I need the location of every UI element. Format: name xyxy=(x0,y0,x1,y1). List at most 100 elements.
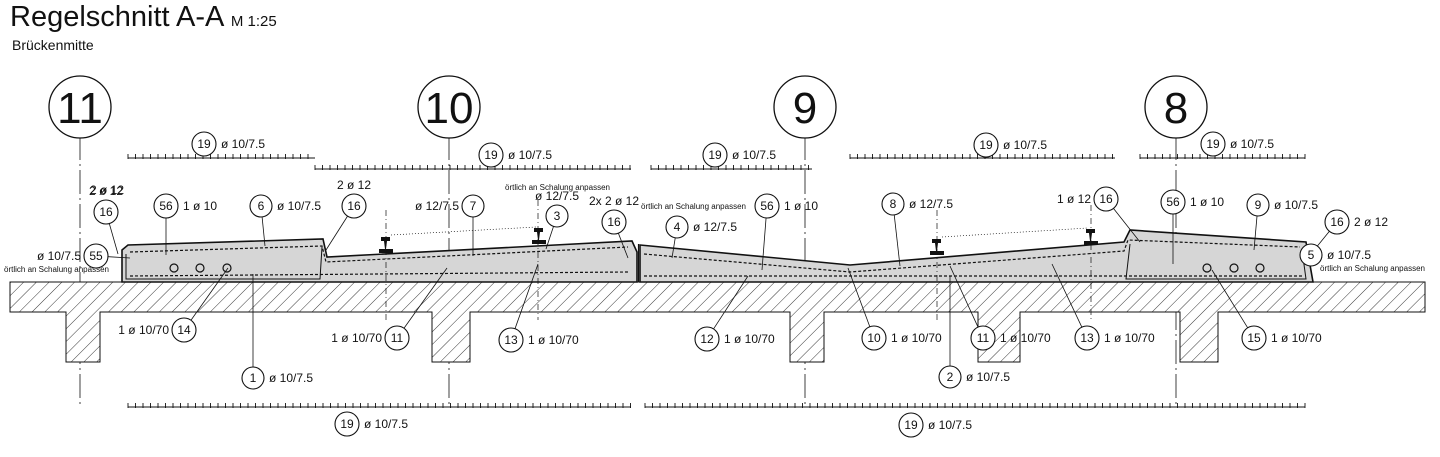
callout-bubble xyxy=(1246,193,1270,217)
existing-deck-hatched xyxy=(9,281,1426,363)
callout-number: 8 xyxy=(890,197,897,211)
axis-label: 8 xyxy=(1164,84,1188,133)
bar-section xyxy=(1255,263,1265,273)
annotation-note: örtlich an Schalung anpassen xyxy=(505,183,610,192)
callout-text: 2 ø 12 xyxy=(89,184,123,198)
callout-bubble xyxy=(881,192,905,216)
callout-bubble xyxy=(545,204,569,228)
callout-bubble xyxy=(973,132,999,158)
callout-text: ø 10/7.5 xyxy=(1230,137,1274,151)
callout-bubble xyxy=(970,325,996,351)
callout-number: 19 xyxy=(340,417,354,431)
callout-number: 56 xyxy=(159,199,173,213)
callout-number: 55 xyxy=(89,249,103,263)
callout-leader xyxy=(108,223,119,255)
callout-number: 19 xyxy=(197,137,211,151)
callout-bubble xyxy=(241,366,265,390)
callout-text: 1 ø 10 xyxy=(1190,195,1224,209)
callout-text: ø 12/7.5 xyxy=(909,197,953,211)
callout-leader xyxy=(713,275,749,330)
callout-leader xyxy=(190,267,229,321)
dimension-chains xyxy=(127,154,1306,408)
bar-section xyxy=(1202,263,1212,273)
callout-bubble xyxy=(461,194,485,218)
callout-number: 15 xyxy=(1247,331,1261,345)
annotation-note: örtlich an Schalung anpassen xyxy=(4,265,109,274)
callout-bubble xyxy=(1093,186,1119,212)
bar-section xyxy=(222,263,232,273)
callout-text: 1 ø 10 xyxy=(183,199,217,213)
callout-bubble xyxy=(93,199,119,225)
drawing-title-text: Regelschnitt A-A xyxy=(10,1,223,33)
callout-number: 7 xyxy=(470,199,477,213)
callout-leader xyxy=(1211,269,1249,329)
callout-text: ø 10/7.5 xyxy=(277,199,321,213)
annotation-note: örtlich an Schalung anpassen xyxy=(1320,264,1425,273)
callout-bubble xyxy=(938,365,962,389)
callout-leader xyxy=(107,256,131,259)
callout-number: 11 xyxy=(391,331,404,345)
overlay-left-segment xyxy=(121,238,638,283)
axis-bubble xyxy=(773,75,837,139)
callout-number: 19 xyxy=(484,148,498,162)
annotation-notes: 2 ø 12 örtlich an Schalung anpassen örtlic… xyxy=(4,183,1425,274)
rail-profiles xyxy=(379,200,1098,320)
callout-text: 1 ø 10 xyxy=(784,199,818,213)
bar-section xyxy=(169,263,179,273)
bar-sections xyxy=(169,263,1265,273)
callout-bubble xyxy=(754,193,780,219)
callout-bubble xyxy=(1200,131,1226,157)
callout-text: ø 10/7.5 xyxy=(928,418,972,432)
callout-text: ø 10/7.5 xyxy=(269,371,313,385)
callout-number: 16 xyxy=(347,199,361,213)
callout-leader xyxy=(671,237,676,259)
callout-bubble xyxy=(478,142,504,168)
callout-leader xyxy=(325,215,348,251)
callout-bubble xyxy=(191,131,217,157)
callout-bubble xyxy=(665,215,689,239)
callout-bubble xyxy=(702,142,728,168)
callout-bubble xyxy=(153,193,179,219)
callout-text: ø 10/7.5 xyxy=(1327,248,1371,262)
callout-text: ø 10/7.5 xyxy=(508,148,552,162)
callout-number: 13 xyxy=(1080,331,1094,345)
callout-text: ø 12/7.5 xyxy=(535,189,579,203)
callout-leader xyxy=(261,216,266,247)
callout-bubble xyxy=(341,193,367,219)
callout-text: ø 10/7.5 xyxy=(1274,198,1318,212)
callout-number: 5 xyxy=(1308,248,1315,262)
axis-label: 10 xyxy=(425,84,474,133)
drawing-scale: M 1:25 xyxy=(230,13,277,30)
axis-bubble xyxy=(417,75,481,139)
callout-number: 19 xyxy=(1206,137,1220,151)
callout-text: ø 10/7.5 xyxy=(1003,138,1047,152)
bar-section xyxy=(1229,263,1239,273)
callout-number: 13 xyxy=(504,333,518,347)
callout-bubble xyxy=(498,327,524,353)
callout-bubble xyxy=(249,194,273,218)
drawing-title: Regelschnitt A-A M 1:25 xyxy=(10,0,277,39)
axis-bubble xyxy=(1144,75,1208,139)
stirrup-right xyxy=(1125,243,1307,280)
callout-number: 11 xyxy=(977,331,990,345)
callout-number: 1 xyxy=(250,371,257,385)
annotation-note: örtlich an Schalung anpassen xyxy=(641,202,746,211)
top-rebar-right xyxy=(643,239,1301,273)
callout-bubble xyxy=(1299,243,1323,267)
callout-text: 1 ø 10/70 xyxy=(724,332,775,346)
callout-leader xyxy=(545,226,554,250)
axis-label: 11 xyxy=(57,84,103,133)
stirrup-left xyxy=(125,246,323,280)
callout-text: ø 12/7.5 xyxy=(415,199,459,213)
callout-text: 1 ø 10/70 xyxy=(891,331,942,345)
callout-bubbles: 19 ø 10/7.5 19 ø 10/7.5 19 ø 10/7.5 19 ø 10/7.5… xyxy=(37,131,1388,438)
callout-bubble xyxy=(898,412,924,438)
callout-text: 1 ø 10/70 xyxy=(118,323,169,337)
callout-leader xyxy=(761,217,767,271)
callout-leader xyxy=(1253,215,1258,251)
callout-number: 56 xyxy=(760,199,774,213)
drawing-subtitle: Brückenmitte xyxy=(12,37,94,53)
callout-text: ø 12/7.5 xyxy=(693,220,737,234)
